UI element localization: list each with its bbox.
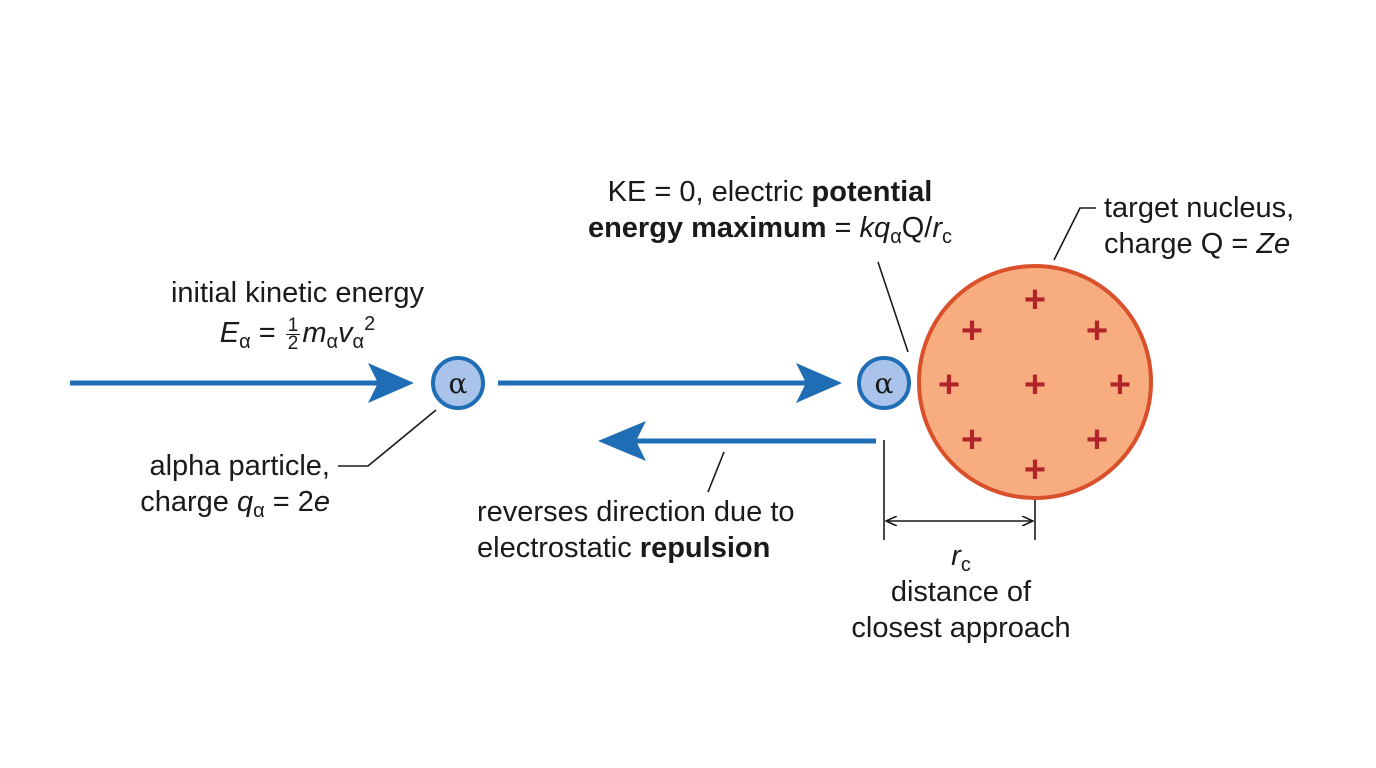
r-symbol: r [932,212,943,244]
reverses-line2: electrostatic repulsion [477,530,857,566]
plus-sign: + [1109,364,1131,406]
velocity-symbol: v [338,317,353,349]
charge-q-symbol: q [236,486,254,518]
mass-symbol: m [302,317,327,349]
reverses-line1: reverses direction due to [477,496,795,528]
plus-sign: + [1024,449,1046,491]
charge-equals: = 2 [264,486,314,518]
alpha-particle-line1: alpha particle, [149,450,330,482]
fraction-numerator: 1 [285,314,301,336]
target-nucleus-line1: target nucleus, [1104,192,1295,224]
closest-approach-label: rc distance of closest approach [830,538,1092,646]
big-q-symbol: Q/ [901,212,933,244]
ke-zero-line2: energy maximum = kqαQ/rc [560,210,980,248]
alpha-symbol: α [449,367,468,400]
plus-sign: + [1086,419,1108,461]
alpha-particle-line2: charge qα = 2e [90,484,330,522]
r-subscript: c [942,226,953,248]
velocity-subscript: α [352,331,365,353]
alpha-particle-label: alpha particle, charge qα = 2e [90,448,330,522]
leader-line-nucleus [1053,207,1096,261]
closest-line1: distance of [890,576,1032,608]
charge-q-subscript: α [253,500,265,522]
nucleus-charge-prefix: charge Q = [1104,228,1257,260]
fraction-denominator: 2 [287,332,299,354]
plus-sign: + [1024,279,1046,321]
kq-symbol: kq [859,212,891,244]
equals: = [250,317,284,349]
velocity-superscript: 2 [364,313,376,335]
alpha-symbol: α [875,367,894,400]
ke-zero-bold: potential [811,176,933,208]
rc-symbol: r [951,540,961,572]
charge-prefix: charge [140,486,237,518]
alpha-particle-closest: α [857,356,911,410]
charge-e-symbol: e [313,486,330,518]
ze-symbol: Ze [1256,228,1291,260]
kq-subscript: α [890,226,902,248]
ke-zero-label: KE = 0, electric potential energy maximu… [560,174,980,248]
energy-equals: = [826,212,860,244]
initial-ke-line1: initial kinetic energy [170,277,425,309]
energy-symbol: E [219,317,240,349]
target-nucleus: + + + + + + + + + [917,264,1153,500]
rc-symbol-line: rc [830,538,1092,576]
approach-arrow [498,363,842,403]
incoming-arrow [70,363,414,403]
plus-sign: + [961,310,983,352]
ke-zero-text: KE = 0, electric [607,176,812,208]
return-arrow [598,421,876,461]
rc-subscript: c [960,554,971,576]
plus-sign: + [938,364,960,406]
reverses-text: electrostatic [477,532,640,564]
plus-sign: + [1086,310,1108,352]
closest-line2: closest approach [851,612,1071,644]
plus-sign: + [1024,364,1046,406]
target-nucleus-line2: charge Q = Ze [1104,226,1364,262]
leader-line-alpha [338,409,437,467]
target-nucleus-label: target nucleus, charge Q = Ze [1104,190,1364,262]
repulsion-bold: repulsion [639,532,771,564]
alpha-particle-initial: α [431,356,485,410]
closest-approach-dimension [883,440,1036,540]
leader-line-ke-zero [877,261,909,353]
energy-maximum-bold: energy maximum [587,212,827,244]
mass-subscript: α [326,331,339,353]
leader-line-reverses [707,451,725,493]
plus-sign: + [961,419,983,461]
reverses-label: reverses direction due to electrostatic … [477,494,857,566]
energy-subscript: α [239,331,251,353]
ke-zero-line1: KE = 0, electric potential [560,174,980,210]
